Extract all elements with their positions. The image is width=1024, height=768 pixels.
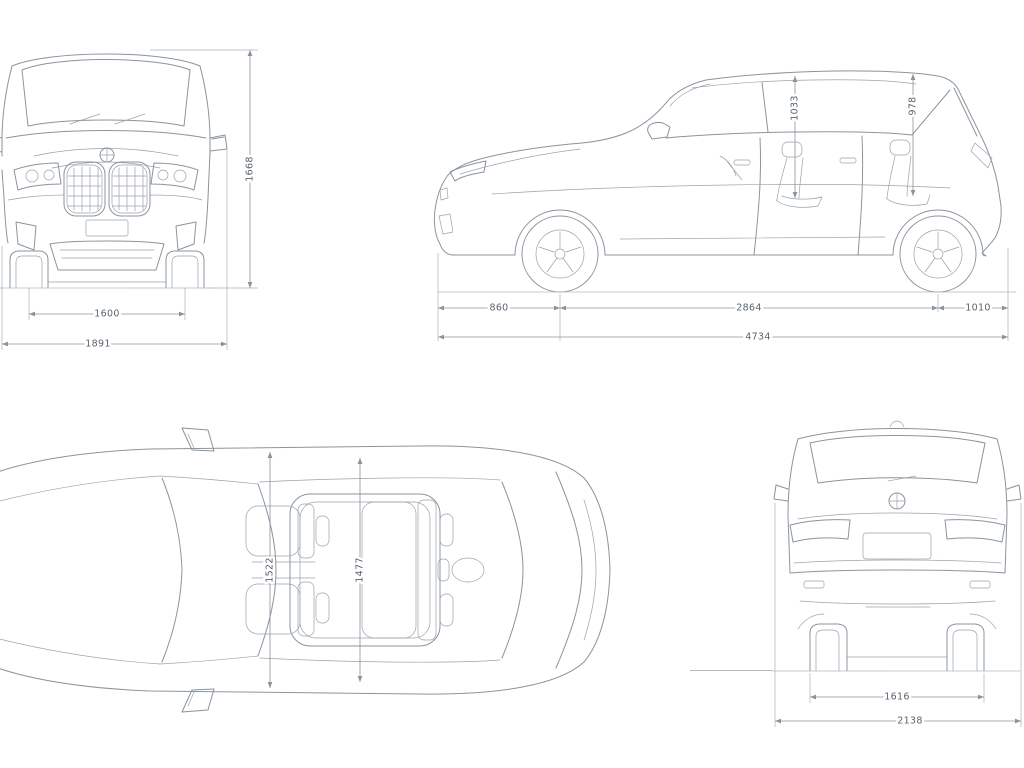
dim-front-headroom: 1033 [790, 95, 801, 120]
dim-rear-shoulder-room: 1477 [355, 557, 366, 582]
side-interior-seats [719, 139, 931, 208]
side-view-dimensions: 1033 978 860 2864 1010 4734 [437, 74, 1009, 345]
dim-front-shoulder-room: 1522 [265, 557, 276, 582]
dim-overall-length: 4734 [745, 332, 770, 343]
top-interior-seats [245, 499, 485, 641]
dim-front-height: 1668 [245, 156, 256, 181]
dim-rear-overall-width: 2138 [897, 716, 922, 727]
dim-wheelbase: 2864 [736, 303, 761, 314]
rear-car-outline [771, 420, 1022, 672]
dim-front-overhang: 860 [489, 303, 508, 314]
rear-view-drawing: 1616 2138 [771, 420, 1022, 729]
top-view-drawing: 1522 1477 [0, 427, 611, 713]
dim-rear-headroom: 978 [908, 96, 919, 115]
top-car-outline [0, 427, 611, 713]
front-view-dimensions: 1668 1600 1891 [1, 49, 258, 352]
top-view-dimensions: 1522 1477 [262, 452, 368, 688]
rear-view-dimensions: 1616 2138 [774, 503, 1022, 729]
ground-line [690, 670, 772, 671]
dim-front-track: 1600 [94, 309, 119, 320]
side-view-drawing: 1033 978 860 2864 1010 4734 [433, 70, 1017, 345]
dim-rear-overhang: 1010 [965, 303, 990, 314]
front-car-outline [0, 53, 228, 289]
front-view-drawing: 1668 1600 1891 [0, 49, 258, 352]
dim-front-overall-width: 1891 [85, 339, 110, 350]
side-car-outline [433, 70, 1017, 293]
dim-rear-track: 1616 [884, 692, 909, 703]
